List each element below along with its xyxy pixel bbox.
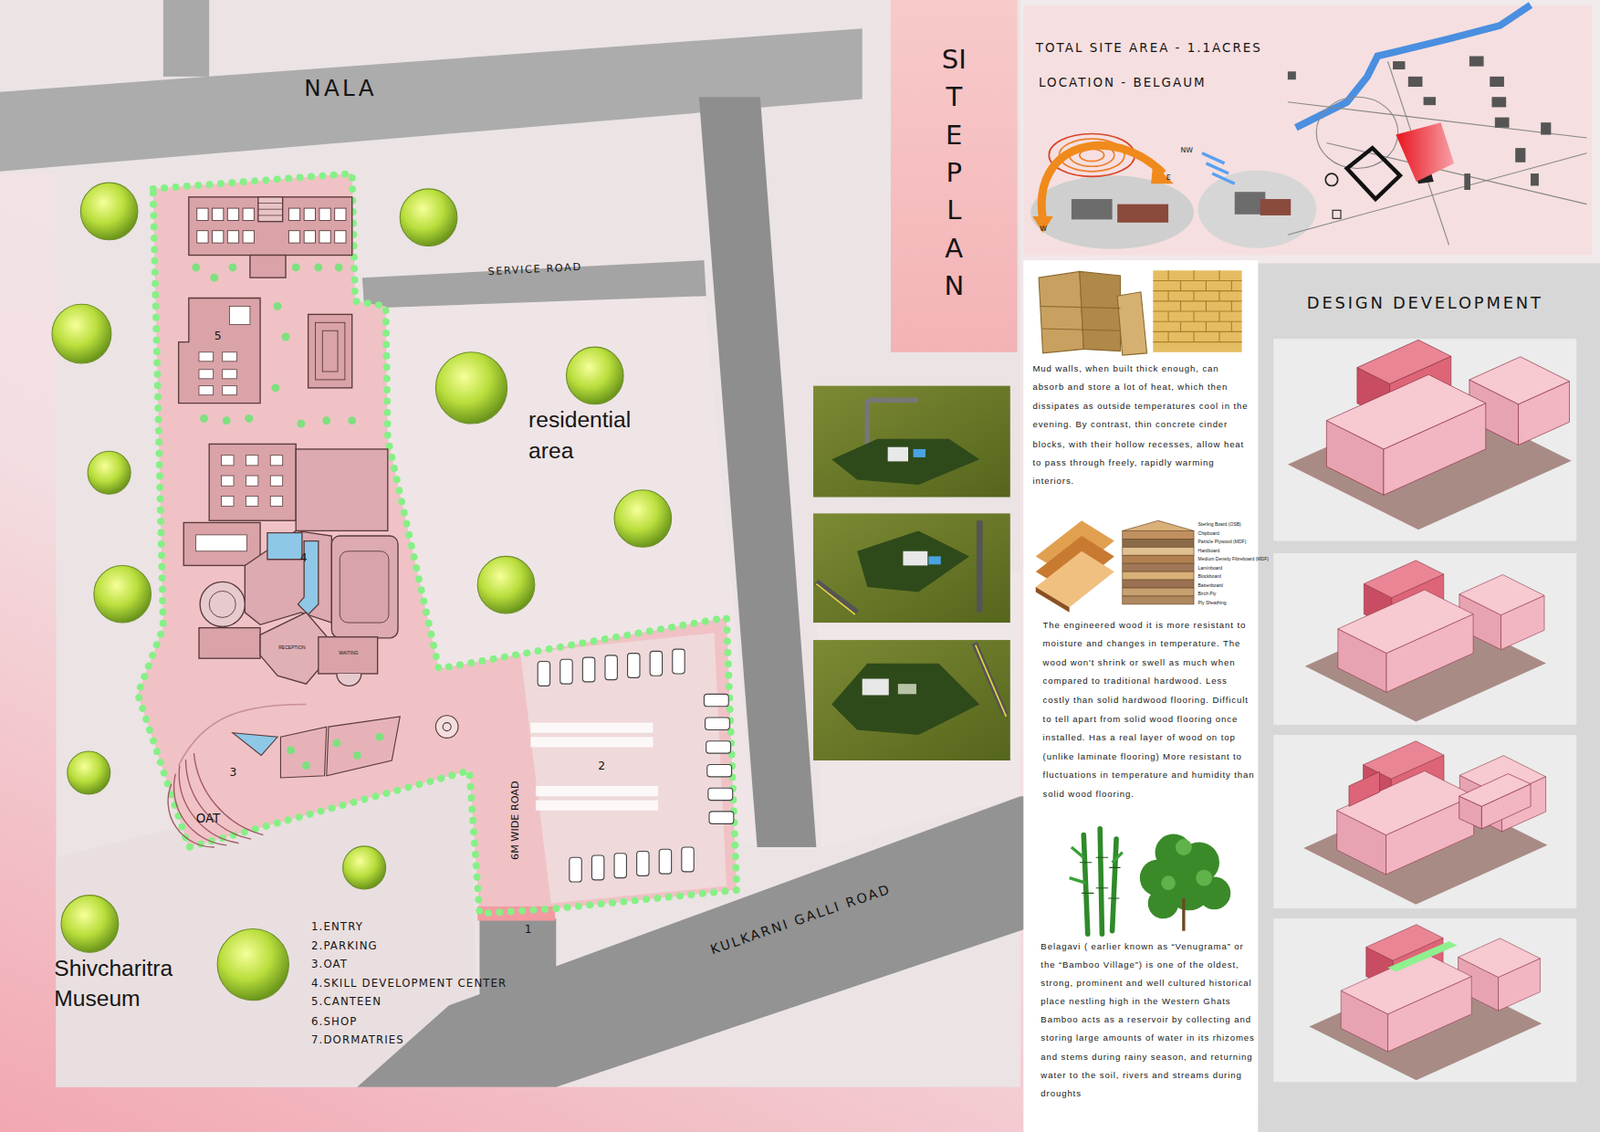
- direction-label: E: [1166, 173, 1172, 182]
- site-area: TOTAL SITE AREA - 1.1ACRES: [1035, 41, 1263, 56]
- callout-number: 4: [300, 552, 308, 565]
- context-note: Belagavi ( earlier known as “Venugrama” …: [1040, 936, 1255, 1011]
- location-map: [1287, 5, 1588, 246]
- parked-cars: [537, 648, 734, 882]
- material-note: The engineered wood it is more resistant…: [1043, 615, 1256, 804]
- design-development-panel: DESIGN DEVELOPMENT: [1257, 262, 1600, 1132]
- room-label: WAITING: [338, 649, 358, 656]
- wood-type-label: Sterling Board (OSB): [1198, 521, 1242, 527]
- callout-number: 5: [214, 330, 222, 344]
- sheet-title: SITE PLAN: [941, 41, 968, 306]
- zone-name: residential area: [528, 405, 672, 467]
- building-plans: [178, 197, 398, 687]
- wood-type-label: Medium Density Fibreboard (MDF): [1198, 555, 1269, 562]
- key-entry: 3.OAT: [311, 957, 348, 970]
- wood-type-label: Battenboard: [1198, 582, 1224, 588]
- key-entry: 7.DORMATRIES: [311, 1033, 405, 1046]
- wood-type-label: Laminboard: [1198, 564, 1224, 571]
- wood-type-label: Blockboard: [1198, 573, 1222, 579]
- wood-type-label: Hardboard: [1198, 547, 1221, 554]
- callout-number: 1: [524, 923, 533, 937]
- road-name: 6M WIDE ROAD: [509, 763, 522, 877]
- direction-label: W: [1039, 224, 1047, 233]
- key-entry: 2.PARKING: [311, 938, 378, 951]
- landmark-name: Shivcharitra Museum: [53, 952, 208, 1015]
- landscape: [167, 262, 459, 848]
- climate-diagram: [1030, 133, 1317, 249]
- roads: [0, 0, 1041, 1088]
- key-entry: 1.ENTRY: [311, 919, 364, 931]
- panel-heading: DESIGN DEVELOPMENT: [1257, 293, 1592, 314]
- zone-label: OAT: [196, 812, 221, 827]
- material-note: Mud walls, when built thick enough, can …: [1032, 359, 1251, 492]
- wood-type-label: Particle Plywood (MDF): [1198, 538, 1247, 544]
- room-label: RECEPTION: [278, 645, 305, 651]
- key-entry: 4.SKILL DEVELOPMENT CENTER: [311, 975, 507, 988]
- wood-type-label: Ply Sheathing: [1198, 599, 1227, 606]
- trees: [52, 182, 672, 1001]
- site-renders: [813, 386, 1011, 761]
- wood-type-label: Chipboard: [1198, 530, 1220, 536]
- site-info-panel: TOTAL SITE AREA - 1.1ACRES LOCATION - BEL…: [1023, 5, 1592, 256]
- key-entry: 5.CANTEEN: [311, 994, 382, 1007]
- callout-number: 2: [597, 760, 606, 774]
- site-boundary: [137, 173, 737, 921]
- massing-models: [1287, 339, 1572, 1080]
- material-note: Bamboo acts as a reservoir by collecting…: [1040, 1010, 1255, 1103]
- site-location: LOCATION - BELGAUM: [1038, 76, 1207, 91]
- direction-label: NW: [1181, 146, 1194, 155]
- callout-number: 3: [230, 766, 238, 780]
- wood-type-label: Birch Ply: [1198, 590, 1217, 597]
- key-entry: 6.SHOP: [311, 1014, 358, 1026]
- water-body-name: NALA: [303, 75, 377, 102]
